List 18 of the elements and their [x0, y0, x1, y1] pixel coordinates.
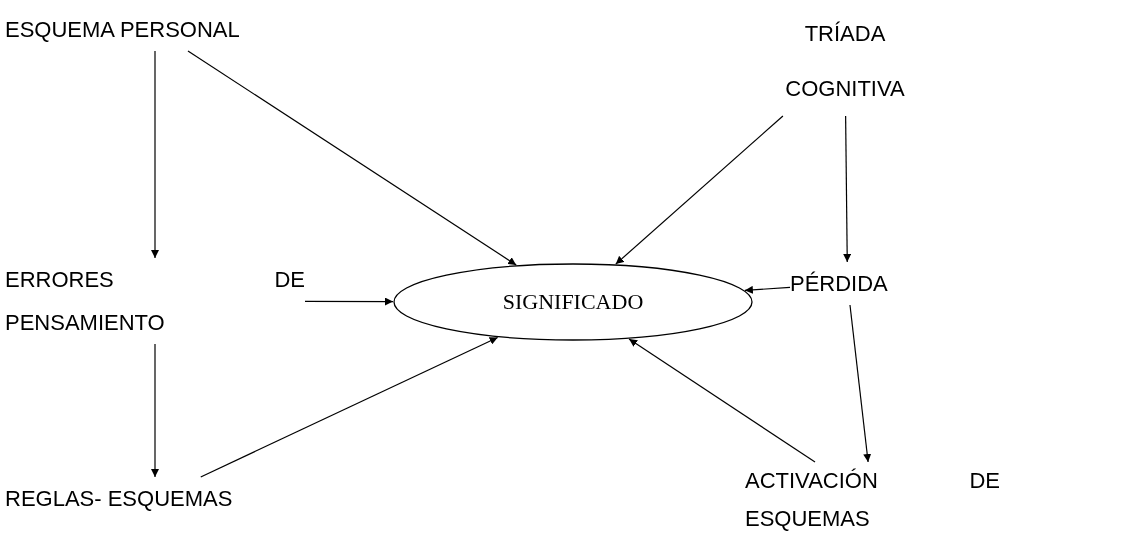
concept-label: REGLAS- ESQUEMAS	[5, 477, 305, 520]
arrow	[187, 50, 517, 266]
concept-label: ESQUEMA PERSONAL	[5, 8, 305, 51]
node-label: SIGNIFICADO	[502, 289, 644, 315]
concept-label: ERRORES DE PENSAMIENTO	[5, 258, 305, 344]
arrow	[843, 115, 852, 263]
arrow	[304, 297, 394, 306]
concept-label: TRÍADA COGNITIVA	[760, 6, 930, 116]
concept-label: ACTIVACIÓN DE ESQUEMAS	[745, 462, 1000, 538]
ellipse-node	[393, 263, 753, 341]
concept-label: PÉRDIDA	[790, 262, 905, 305]
arrow	[151, 50, 159, 259]
arrow	[151, 343, 159, 478]
arrow	[849, 304, 872, 463]
arrow	[744, 285, 791, 294]
arrow	[200, 336, 499, 478]
arrow	[628, 338, 816, 463]
arrow	[615, 115, 784, 265]
